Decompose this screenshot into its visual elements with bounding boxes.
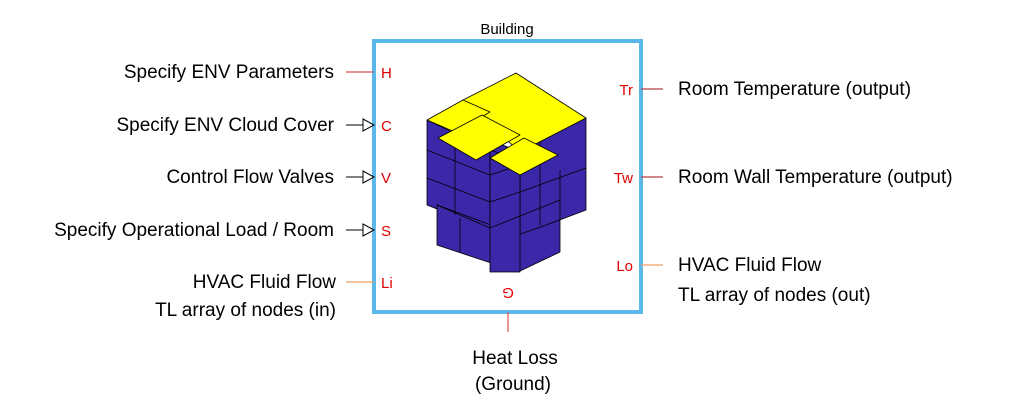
port-s[interactable]: S (381, 223, 391, 240)
label-heat-loss-line1: Heat Loss (472, 348, 558, 369)
label-operational-load: Specify Operational Load / Room (54, 220, 334, 241)
port-c[interactable]: C (381, 118, 392, 135)
label-heat-loss-line2: (Ground) (475, 374, 551, 395)
port-li[interactable]: Li (381, 275, 393, 292)
port-tr[interactable]: Tr (619, 82, 633, 99)
port-v[interactable]: V (381, 170, 391, 187)
building-cube-icon (426, 72, 587, 273)
block-title: Building (480, 21, 533, 38)
port-g[interactable]: G (502, 284, 514, 301)
port-s-arrow-icon[interactable] (362, 223, 376, 237)
port-c-arrow-icon[interactable] (362, 118, 376, 132)
label-control-flow-valves: Control Flow Valves (166, 167, 334, 188)
label-env-parameters: Specify ENV Parameters (124, 62, 334, 83)
port-lo[interactable]: Lo (616, 258, 633, 275)
label-room-wall-temperature: Room Wall Temperature (output) (678, 167, 953, 188)
label-hvac-in-line1: HVAC Fluid Flow (193, 272, 337, 293)
label-env-cloud-cover: Specify ENV Cloud Cover (116, 115, 334, 136)
port-v-arrow-icon[interactable] (362, 170, 376, 184)
label-hvac-out-line2: TL array of nodes (out) (678, 285, 871, 306)
label-hvac-out-line1: HVAC Fluid Flow (678, 255, 822, 276)
port-tw[interactable]: Tw (614, 170, 633, 187)
port-h[interactable]: H (381, 65, 392, 82)
label-room-temperature: Room Temperature (output) (678, 79, 911, 100)
label-hvac-in-line2: TL array of nodes (in) (155, 300, 336, 321)
